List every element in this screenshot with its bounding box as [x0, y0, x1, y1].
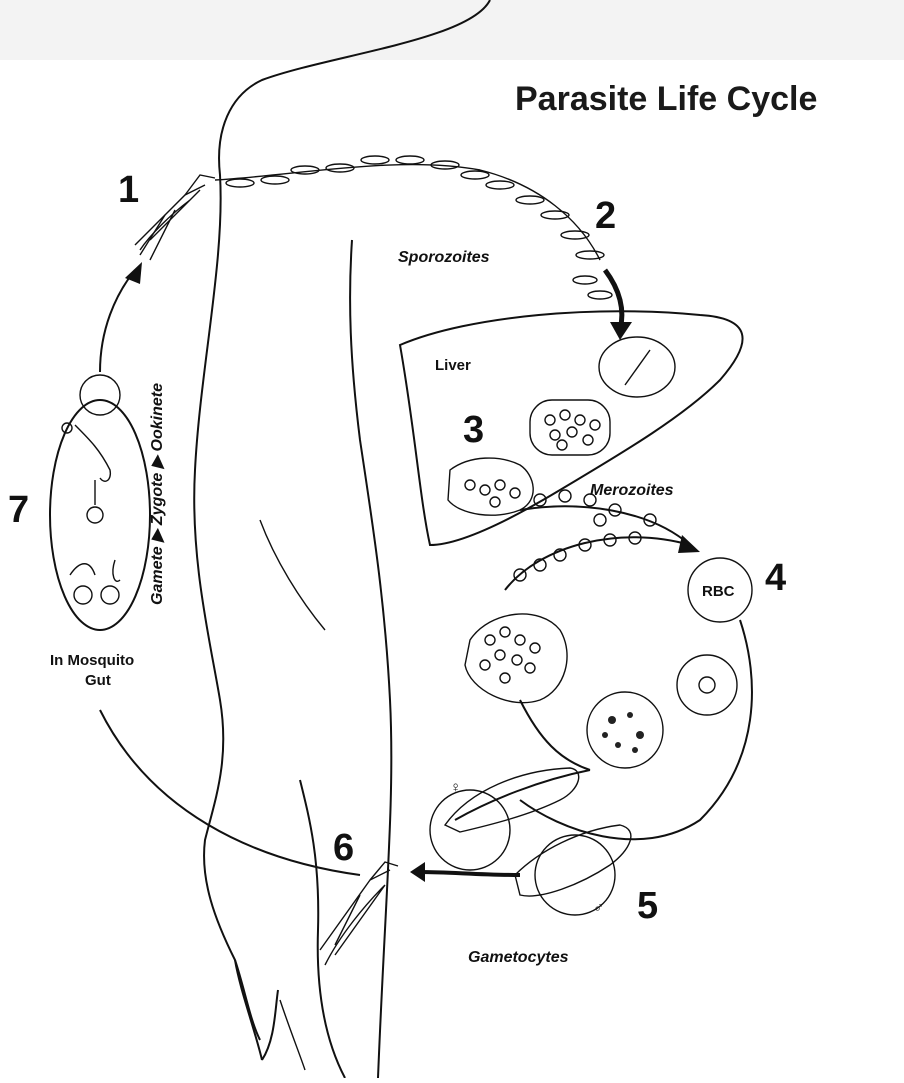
step-2-label: 2: [595, 195, 616, 237]
stages-label: Gamete ▶ Zygote ▶ Ookinete: [149, 383, 166, 605]
ring-stage: [677, 655, 737, 715]
rbc-schizont: [465, 614, 567, 703]
merozoite-release: [520, 490, 700, 553]
ruptured-schizont: [448, 458, 533, 515]
arrow-to-liver: [605, 270, 622, 330]
step-4-label: 4: [765, 557, 786, 599]
mosquito-bite-1: [135, 175, 215, 260]
header-band: [0, 0, 904, 60]
female-symbol: ♀: [450, 779, 461, 796]
oocyst: [80, 375, 120, 415]
step-6-label: 6: [333, 827, 354, 869]
liver: Liver: [400, 311, 743, 545]
sporozoites-stream: [215, 156, 612, 299]
mosquito-gut: [50, 400, 150, 630]
liver-label: Liver: [435, 357, 471, 374]
trophozoite: [587, 692, 663, 768]
gametocytes-label: Gametocytes: [468, 949, 569, 966]
arrow-to-mosquito-head: [410, 862, 425, 882]
loop-to-gut: [100, 710, 360, 875]
male-symbol: ♂: [593, 899, 604, 916]
merozoites-label: Merozoites: [590, 482, 674, 499]
loop-to-bite: [100, 270, 135, 372]
step-1-label: 1: [118, 169, 139, 211]
sporozoites-label: Sporozoites: [398, 249, 490, 266]
mosquito-gut-label-2: Gut: [85, 672, 111, 689]
mosquito-gut-label: In Mosquito: [50, 652, 134, 669]
erythrocytic-cycle: RBC: [465, 532, 752, 839]
step-7-label: 7: [8, 489, 29, 531]
step-5-label: 5: [637, 885, 658, 927]
diagram-title: Parasite Life Cycle: [515, 80, 817, 118]
rbc-label: RBC: [702, 583, 735, 600]
step-3-label: 3: [463, 409, 484, 451]
arrow-to-mosquito: [420, 872, 520, 875]
